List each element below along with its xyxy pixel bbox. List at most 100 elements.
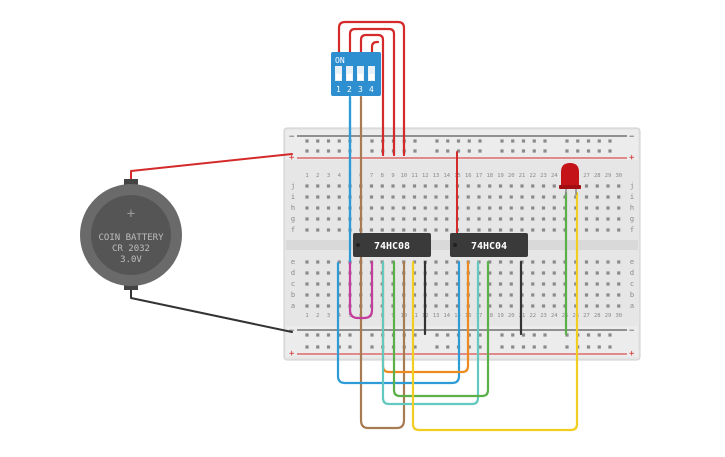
breadboard-hole[interactable] bbox=[488, 271, 492, 275]
breadboard-hole[interactable] bbox=[606, 206, 610, 210]
rail-hole[interactable] bbox=[478, 149, 482, 153]
breadboard-hole[interactable] bbox=[391, 195, 395, 199]
breadboard-hole[interactable] bbox=[380, 228, 384, 232]
breadboard-hole[interactable] bbox=[606, 184, 610, 188]
breadboard-hole[interactable] bbox=[584, 217, 589, 221]
breadboard-hole[interactable] bbox=[541, 195, 546, 199]
breadboard-hole[interactable] bbox=[391, 228, 395, 232]
breadboard-hole[interactable] bbox=[391, 206, 395, 210]
breadboard-hole[interactable] bbox=[445, 228, 449, 232]
breadboard-hole[interactable] bbox=[498, 228, 503, 232]
breadboard-hole[interactable] bbox=[477, 195, 481, 199]
breadboard-hole[interactable] bbox=[552, 228, 556, 232]
breadboard-hole[interactable] bbox=[606, 282, 610, 286]
rail-hole[interactable] bbox=[326, 333, 331, 337]
breadboard-hole[interactable] bbox=[488, 206, 492, 210]
breadboard-hole[interactable] bbox=[316, 217, 320, 221]
rail-hole[interactable] bbox=[608, 149, 612, 153]
breadboard-hole[interactable] bbox=[337, 271, 341, 275]
breadboard-hole[interactable] bbox=[305, 217, 309, 221]
breadboard-hole[interactable] bbox=[520, 217, 524, 221]
breadboard-hole[interactable] bbox=[552, 260, 556, 264]
breadboard-hole[interactable] bbox=[552, 282, 556, 286]
breadboard-hole[interactable] bbox=[552, 271, 556, 275]
breadboard-hole[interactable] bbox=[305, 293, 309, 297]
rail-hole[interactable] bbox=[446, 345, 450, 349]
dip-switch[interactable]: ON 1 2 3 4 bbox=[331, 52, 381, 96]
breadboard-hole[interactable] bbox=[434, 282, 438, 286]
breadboard-hole[interactable] bbox=[606, 293, 610, 297]
breadboard-hole[interactable] bbox=[488, 282, 492, 286]
rail-hole[interactable] bbox=[565, 345, 569, 349]
breadboard-hole[interactable] bbox=[584, 260, 589, 264]
rail-hole[interactable] bbox=[597, 333, 601, 337]
breadboard-hole[interactable] bbox=[617, 217, 621, 221]
breadboard-hole[interactable] bbox=[466, 184, 470, 188]
breadboard-hole[interactable] bbox=[412, 228, 417, 232]
rail-hole[interactable] bbox=[543, 149, 547, 153]
rail-hole[interactable] bbox=[370, 345, 374, 349]
breadboard-hole[interactable] bbox=[552, 217, 556, 221]
dip-toggle-3[interactable] bbox=[357, 66, 364, 81]
breadboard-hole[interactable] bbox=[412, 282, 417, 286]
breadboard-hole[interactable] bbox=[316, 206, 320, 210]
breadboard-hole[interactable] bbox=[305, 271, 309, 275]
breadboard-hole[interactable] bbox=[617, 293, 621, 297]
breadboard-hole[interactable] bbox=[337, 293, 341, 297]
rail-hole[interactable] bbox=[370, 139, 374, 143]
breadboard-hole[interactable] bbox=[606, 304, 610, 308]
breadboard-hole[interactable] bbox=[531, 228, 535, 232]
breadboard-hole[interactable] bbox=[498, 206, 503, 210]
breadboard-hole[interactable] bbox=[466, 217, 470, 221]
breadboard-hole[interactable] bbox=[574, 228, 578, 232]
breadboard-hole[interactable] bbox=[412, 206, 417, 210]
breadboard-hole[interactable] bbox=[552, 195, 556, 199]
breadboard-hole[interactable] bbox=[584, 184, 589, 188]
breadboard-hole[interactable] bbox=[595, 184, 599, 188]
rail-hole[interactable] bbox=[597, 139, 601, 143]
breadboard-hole[interactable] bbox=[520, 184, 524, 188]
breadboard-hole[interactable] bbox=[617, 282, 621, 286]
rail-hole[interactable] bbox=[608, 139, 612, 143]
breadboard-hole[interactable] bbox=[316, 282, 320, 286]
rail-hole[interactable] bbox=[565, 333, 569, 337]
rail-hole[interactable] bbox=[576, 149, 580, 153]
breadboard-hole[interactable] bbox=[498, 271, 503, 275]
breadboard-hole[interactable] bbox=[531, 304, 535, 308]
rail-hole[interactable] bbox=[511, 149, 515, 153]
breadboard-hole[interactable] bbox=[606, 271, 610, 275]
breadboard-hole[interactable] bbox=[498, 260, 503, 264]
breadboard-hole[interactable] bbox=[606, 260, 610, 264]
breadboard-hole[interactable] bbox=[434, 228, 438, 232]
breadboard-hole[interactable] bbox=[541, 260, 546, 264]
breadboard-hole[interactable] bbox=[369, 228, 374, 232]
breadboard-hole[interactable] bbox=[423, 217, 427, 221]
dip-toggle-1[interactable] bbox=[335, 66, 342, 81]
breadboard-hole[interactable] bbox=[316, 260, 320, 264]
breadboard-hole[interactable] bbox=[509, 184, 513, 188]
breadboard-hole[interactable] bbox=[584, 304, 589, 308]
breadboard-hole[interactable] bbox=[541, 228, 546, 232]
rail-hole[interactable] bbox=[337, 345, 341, 349]
rail-hole[interactable] bbox=[597, 345, 601, 349]
breadboard-hole[interactable] bbox=[531, 293, 535, 297]
rail-hole[interactable] bbox=[456, 149, 461, 153]
breadboard-hole[interactable] bbox=[337, 282, 341, 286]
rail-hole[interactable] bbox=[435, 149, 439, 153]
rail-hole[interactable] bbox=[467, 139, 471, 143]
dip-toggle-4[interactable] bbox=[368, 66, 375, 81]
breadboard-hole[interactable] bbox=[445, 271, 449, 275]
breadboard-hole[interactable] bbox=[595, 260, 599, 264]
rail-hole[interactable] bbox=[413, 345, 417, 349]
breadboard-hole[interactable] bbox=[326, 304, 331, 308]
breadboard-hole[interactable] bbox=[606, 195, 610, 199]
rail-hole[interactable] bbox=[467, 333, 471, 337]
breadboard-hole[interactable] bbox=[305, 282, 309, 286]
rail-hole[interactable] bbox=[326, 345, 331, 349]
breadboard-hole[interactable] bbox=[477, 184, 481, 188]
rail-hole[interactable] bbox=[521, 139, 526, 143]
breadboard-hole[interactable] bbox=[509, 206, 513, 210]
breadboard-hole[interactable] bbox=[531, 184, 535, 188]
breadboard-hole[interactable] bbox=[509, 260, 513, 264]
rail-hole[interactable] bbox=[565, 139, 569, 143]
